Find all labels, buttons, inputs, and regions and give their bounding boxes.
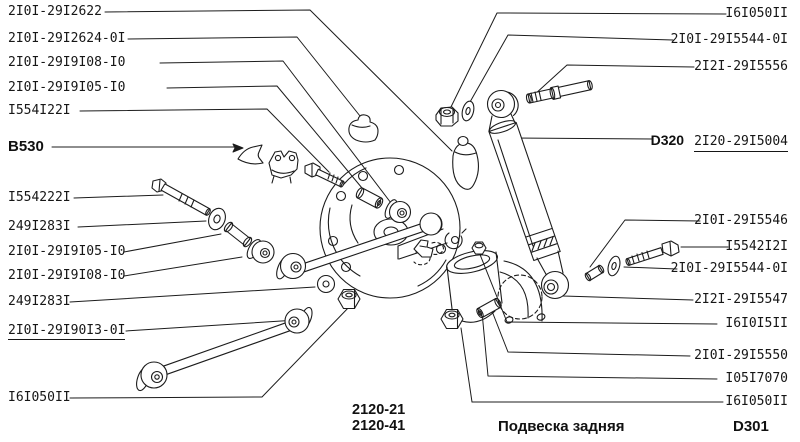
page-title: Подвеска задняя: [498, 418, 625, 435]
lower-longitudinal-rod-drawing: [136, 306, 313, 392]
shock-absorber-drawing: [486, 89, 570, 300]
part-number-text: 2I0I-29I90I3-0I: [8, 323, 126, 340]
washer-drawing: [461, 100, 475, 122]
spacer-sleeve-drawing: [476, 297, 502, 319]
drawing-ref-part-number: 2I20-29I5004: [694, 134, 788, 152]
callout-part-number: 2I0I-29I9I05-I0: [8, 244, 126, 259]
callout-part-number: I05I7070: [725, 371, 788, 386]
brake-backing-plate-drawing: [319, 157, 461, 299]
spacer-sleeve-drawing: [223, 221, 253, 248]
callout-part-number-underlined: 2I0I-29I90I3-0I: [8, 323, 126, 340]
drawing-ref-d320: D320 2I20-29I5004: [651, 132, 788, 152]
bolt-drawing: [304, 162, 345, 188]
bracket-tab-drawing: [413, 239, 434, 258]
callout-part-number: I6I050II: [8, 390, 71, 405]
callout-part-number: 2I0I-29I5546: [694, 213, 788, 228]
mounting-pin-drawing: [525, 80, 593, 104]
upper-longitudinal-rod-drawing: [276, 212, 443, 280]
spacer-sleeve-drawing: [355, 187, 384, 209]
callout-part-number: 2I0I-29I9I08-I0: [8, 268, 126, 283]
callout-part-number: 2I0I-29I2624-0I: [8, 31, 126, 46]
bolt-drawing: [151, 178, 211, 216]
bolt-drawing: [625, 240, 680, 266]
variant-codes: 2120-21 2120-41: [352, 402, 406, 434]
bump-stop-buffer-drawing: [452, 135, 480, 190]
callout-part-number: I5542I2I: [725, 239, 788, 254]
hex-nut-drawing: [337, 288, 361, 310]
body-bracket-drawing: [268, 150, 299, 184]
axle-bracket-spring-seat-drawing: [397, 228, 546, 324]
callout-part-number: I554I22I: [8, 103, 71, 118]
callout-part-number: 2I0I-29I5544-0I: [670, 32, 788, 47]
hex-nut-small-drawing: [471, 241, 487, 255]
section-ref-b530: B530: [8, 138, 44, 155]
callout-part-number: 2I2I-29I5556: [694, 59, 788, 74]
washer-drawing: [607, 255, 621, 277]
body-panel-fragment-drawing: [237, 144, 264, 165]
leader-lines: [51, 9, 729, 403]
hex-nut-drawing: [435, 106, 459, 127]
rod-cushion-drawing: [348, 114, 379, 143]
callout-part-number: 2I0I-29I5550: [694, 348, 788, 363]
washer-drawing: [208, 207, 226, 231]
silent-block-bushing-drawing: [384, 199, 412, 224]
callout-part-number: 2I0I-29I9I08-I0: [8, 55, 126, 70]
callout-part-number: I6I050II: [725, 394, 788, 409]
retainer-clip-drawing: [444, 228, 467, 250]
silent-block-bushing-drawing: [246, 239, 275, 264]
callout-part-number: I6I0I5II: [725, 316, 788, 331]
spacer-sleeve-drawing: [584, 264, 605, 282]
callout-part-number: 2I0I-29I9I05-I0: [8, 80, 126, 95]
callout-part-number: 249I283I: [8, 294, 71, 309]
callout-part-number: 249I283I: [8, 219, 71, 234]
hex-nut-drawing: [440, 308, 464, 330]
variant-code: 2120-41: [352, 417, 406, 434]
callout-part-number: I554222I: [8, 190, 71, 205]
variant-code: 2120-21: [352, 402, 406, 418]
callout-part-number: 2I0I-29I5544-0I: [670, 261, 788, 276]
sheet-code: D301: [733, 418, 769, 435]
drawing-ref-code: D320: [650, 132, 685, 148]
callout-part-number: 2I0I-29I2622: [8, 4, 102, 19]
washer-drawing: [316, 274, 336, 294]
callout-part-number: I6I050II: [725, 6, 788, 21]
callout-part-number: 2I2I-29I5547: [694, 292, 788, 307]
